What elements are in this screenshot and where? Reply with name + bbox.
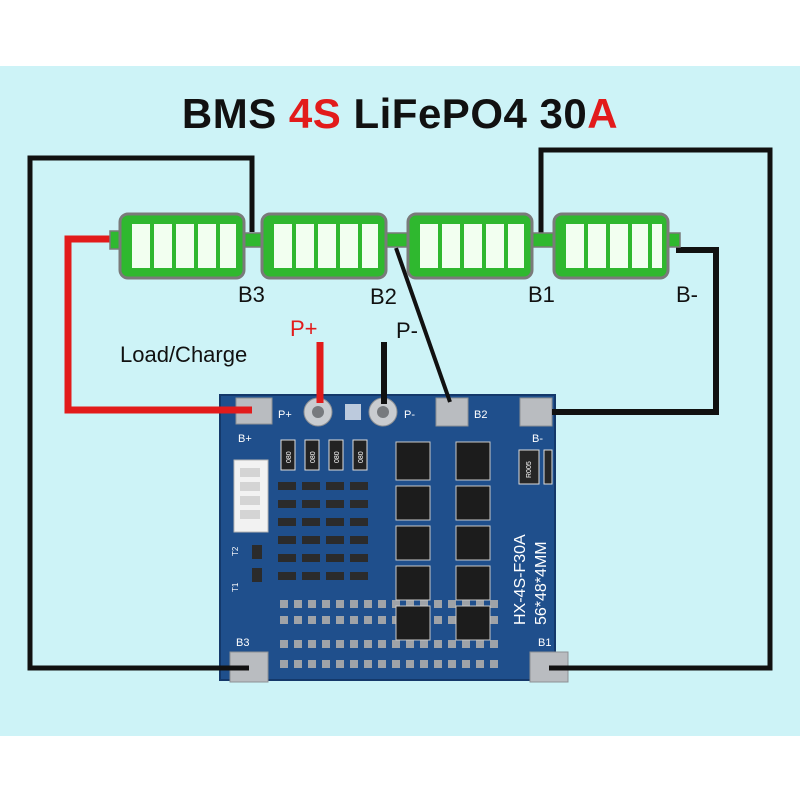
- cell-2-bar-2: [296, 224, 314, 268]
- label-p-minus: P-: [396, 318, 418, 343]
- cell-link-3: [529, 232, 557, 248]
- connector-pin-3: [240, 496, 260, 505]
- wire-b-minus: [552, 247, 719, 415]
- shunt-resistor-2: [543, 449, 553, 485]
- label-b3: B3: [238, 282, 265, 307]
- resistor-1: [280, 439, 296, 471]
- pcb-label-b-minus: B-: [532, 433, 543, 445]
- shunt-code: R005: [526, 461, 533, 478]
- pcb-label-b3: B3: [236, 637, 249, 649]
- battery-cell-4: [552, 212, 670, 280]
- label-b1: B1: [528, 282, 555, 307]
- cell-3-bar-4: [486, 224, 504, 268]
- pcb-label-b1: B1: [538, 637, 551, 649]
- cell-2-bar-4: [340, 224, 358, 268]
- resistor-2-code: 080: [310, 451, 317, 463]
- cell-3-bar-1: [420, 224, 438, 268]
- wire-b-plus: [64, 235, 252, 414]
- cell-3-bar-3: [464, 224, 482, 268]
- cell-1-bar-4: [198, 224, 216, 268]
- title-chemistry: LiFePO4 30: [341, 90, 588, 137]
- cell-4-bar-5: [652, 224, 662, 268]
- board-size: 56*48*4MM: [533, 541, 550, 625]
- connector-pin-1: [240, 468, 260, 477]
- wire-b3: [27, 155, 255, 671]
- pcb-body: [220, 395, 555, 680]
- battery-pack: [109, 212, 681, 280]
- board-model: HX-4S-F30A: [512, 534, 529, 625]
- pad-b2: [435, 397, 469, 427]
- cell-1-bar-3: [176, 224, 194, 268]
- resistor-2: [304, 439, 320, 471]
- pcb-label-p-minus: P-: [404, 409, 415, 421]
- resistor-1-code: 080: [286, 451, 293, 463]
- cell-2-bar-5: [362, 224, 378, 268]
- shunt-resistor-1: [518, 449, 540, 485]
- cell-3-bar-2: [442, 224, 460, 268]
- cell-1-bar-5: [220, 224, 236, 268]
- resistor-4-code: 080: [358, 451, 365, 463]
- title-bms: BMS: [181, 90, 289, 137]
- pad-p-minus-hole-center: [377, 406, 389, 418]
- wire-b1: [538, 147, 773, 671]
- label-load-charge: Load/Charge: [120, 342, 247, 367]
- cell-2-bar-3: [318, 224, 336, 268]
- label-p-plus: P+: [290, 316, 318, 341]
- wires: [27, 147, 773, 671]
- resistor-3: [328, 439, 344, 471]
- title-amp: A: [587, 90, 619, 137]
- resistor-4: [352, 439, 368, 471]
- cell-4-bar-2: [588, 224, 606, 268]
- cell-4-bar-1: [566, 224, 584, 268]
- bms-board: P+ P- B2 B- B+ B3 B1 080 080 080 080: [219, 394, 569, 683]
- connector-pin-2: [240, 482, 260, 491]
- label-b2: B2: [370, 284, 397, 309]
- cell-link-2: [383, 232, 411, 248]
- label-t1: T1: [231, 582, 240, 592]
- pcb-edge: [219, 394, 556, 681]
- pcb-label-b-plus: B+: [238, 433, 252, 445]
- mosfet-array: [395, 441, 491, 641]
- cell-1-bar-2: [154, 224, 172, 268]
- pcb-label-p-plus: P+: [278, 409, 292, 421]
- pad-small-square: [345, 404, 361, 420]
- battery-cell-2: [260, 212, 388, 280]
- label-t2: T2: [231, 546, 240, 556]
- pad-p-plus-hole-center: [312, 406, 324, 418]
- wire-b2: [394, 247, 452, 403]
- small-components: [252, 482, 368, 582]
- resistor-3-code: 080: [334, 451, 341, 463]
- diagram-title: BMS 4S LiFePO4 30A: [0, 90, 800, 138]
- cell-2-bar-1: [274, 224, 292, 268]
- connector-pin-4: [240, 510, 260, 519]
- cell-4-bar-4: [632, 224, 648, 268]
- cell-3-bar-5: [508, 224, 524, 268]
- battery-cell-3: [406, 212, 534, 280]
- title-4s: 4S: [288, 90, 342, 137]
- pcb-label-b2: B2: [474, 409, 487, 421]
- pad-b-minus: [519, 397, 553, 427]
- cell-1-bar-1: [132, 224, 150, 268]
- label-b-minus: B-: [676, 282, 698, 307]
- battery-cell-1: [118, 212, 246, 280]
- cell-4-bar-3: [610, 224, 628, 268]
